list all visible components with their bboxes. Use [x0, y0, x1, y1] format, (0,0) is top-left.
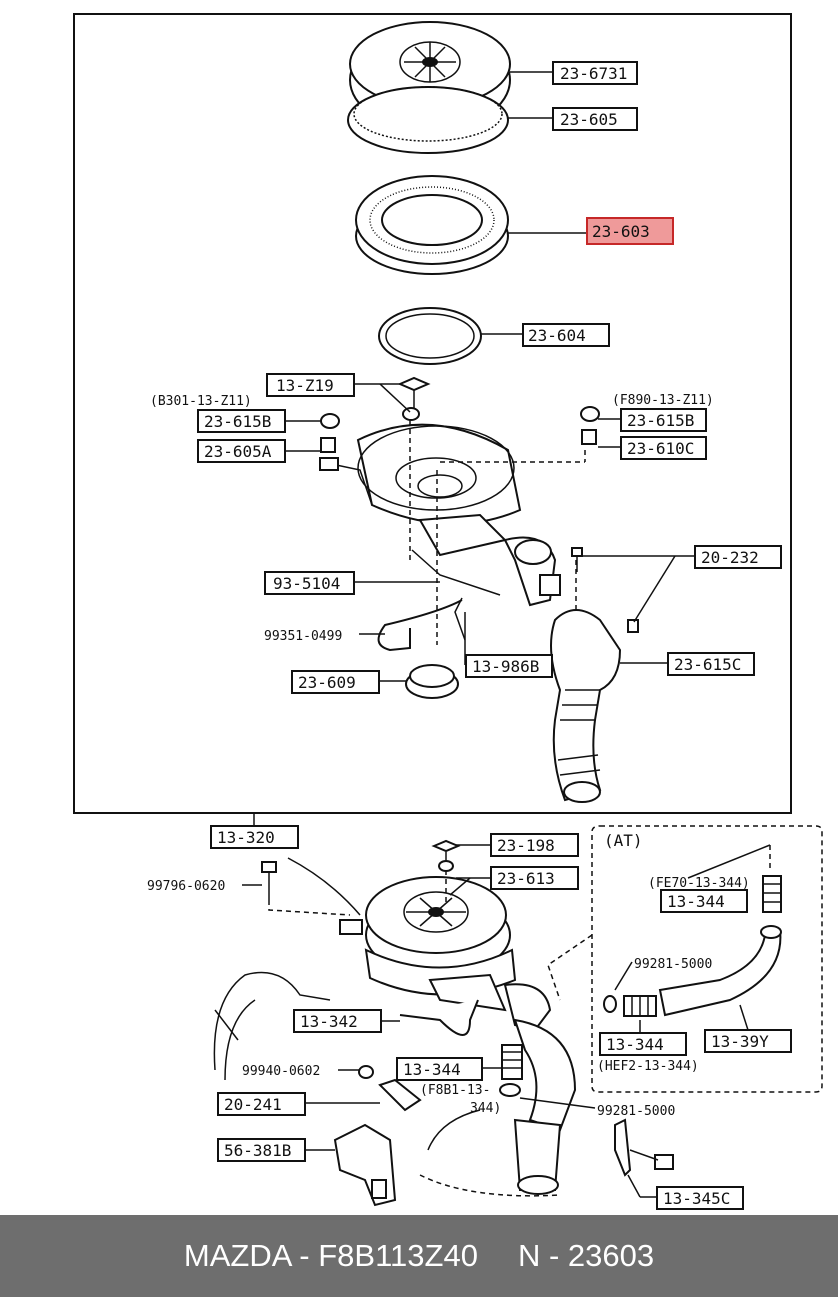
label-23-615b-left: 23-615B: [204, 412, 271, 431]
bolt-drawing: [571, 547, 639, 633]
label-13-986b: 13-986B: [472, 657, 539, 676]
hose-clip-drawing: [377, 599, 463, 652]
label-13-344-at-top: 13-344: [667, 892, 725, 911]
label-23-198: 23-198: [497, 836, 555, 855]
at-option-box: [591, 825, 823, 1093]
upper-frame: [73, 13, 792, 814]
adapter-ring-drawing: [405, 664, 459, 699]
label-99796-0620: 99796-0620: [147, 879, 225, 894]
label-93-5104: 93-5104: [273, 574, 340, 593]
label-13-342: 13-342: [300, 1012, 358, 1031]
label-23-605a: 23-605A: [204, 442, 272, 461]
label-13-344: 13-344: [403, 1060, 461, 1079]
bracket-drawing: [333, 1065, 422, 1207]
label-13-39y: 13-39Y: [711, 1032, 769, 1051]
label-box-93-5104: [264, 571, 355, 595]
grommet-left-drawing: [320, 413, 340, 453]
label-box-23-615b-right: [620, 408, 707, 432]
label-box-23-6731: [552, 61, 638, 85]
spring-hose-drawing: [499, 1044, 523, 1097]
label-box-23-604: [522, 323, 610, 347]
engine-outline-drawing: [213, 971, 561, 1197]
label-box-23-198: [490, 833, 579, 857]
label-23-603: 23-603: [592, 222, 650, 241]
ref-b301: (B301-13-Z11): [150, 394, 252, 409]
label-20-241: 20-241: [224, 1095, 282, 1114]
label-23-615c: 23-615C: [674, 655, 741, 674]
label-box-20-232: [694, 545, 782, 569]
label-box-23-615b-left: [197, 409, 286, 433]
at-pipe-drawing: [603, 925, 782, 1017]
ref-fe70: (FE70-13-344): [648, 876, 750, 891]
label-23-610c: 23-610C: [627, 439, 694, 458]
air-cleaner-assembly-drawing: [339, 876, 577, 1195]
seal-ring-drawing: [378, 307, 482, 365]
label-box-23-603-highlight: [586, 217, 674, 245]
wing-nut-drawing: [397, 376, 431, 421]
label-23-609: 23-609: [298, 673, 356, 692]
label-box-13-342: [293, 1009, 382, 1033]
label-23-613: 23-613: [497, 869, 555, 888]
footer-brand-part: MAZDA - F8B113Z40: [183, 1238, 478, 1273]
footer-bar: MAZDA - F8B113Z40 N - 23603: [0, 1215, 838, 1297]
label-box-23-615c: [667, 652, 755, 676]
label-box-13-345c: [656, 1186, 744, 1210]
label-13-320: 13-320: [217, 828, 275, 847]
label-box-13-z19: [266, 373, 355, 397]
clamp-bracket-drawing: [614, 1118, 674, 1177]
label-box-13-39y: [704, 1029, 792, 1053]
footer-ref-number: N - 23603: [517, 1238, 655, 1273]
label-13-344-at-bottom: 13-344: [606, 1035, 664, 1054]
ref-hef2: (HEF2-13-344): [597, 1059, 699, 1074]
air-filter-element-drawing: [355, 175, 509, 275]
label-23-604: 23-604: [528, 326, 586, 345]
label-99281-5000-lower: 99281-5000: [597, 1104, 675, 1119]
label-23-615b-right: 23-615B: [627, 411, 694, 430]
label-box-23-605: [552, 107, 638, 131]
label-box-13-344-at-bottom: [599, 1032, 687, 1056]
label-23-6731: 23-6731: [560, 64, 627, 83]
label-box-23-605a: [197, 439, 286, 463]
at-spring-hose-drawing: [762, 875, 782, 913]
gasket-drawing: [347, 86, 509, 154]
parts-diagram: 23-6731 23-605 23-603 23-604 13-Z19 (B30…: [73, 13, 823, 1210]
label-13-345c: 13-345C: [663, 1189, 730, 1208]
ref-f8b1-line1: (F8B1-13-: [420, 1083, 490, 1098]
label-13-z19: 13-Z19: [276, 376, 334, 395]
grommet-right-drawing: [580, 406, 600, 445]
air-cleaner-case-drawing: [319, 423, 561, 607]
label-99351-0499: 99351-0499: [264, 629, 342, 644]
label-23-605: 23-605: [560, 110, 618, 129]
label-box-20-241: [217, 1092, 306, 1116]
label-box-13-320: [210, 825, 299, 849]
label-99940-0602: 99940-0602: [242, 1064, 320, 1079]
hose-13-342-drawing: [399, 999, 479, 1036]
label-box-13-344: [396, 1057, 483, 1081]
at-title: (AT): [604, 831, 643, 850]
ref-f8b1-line2: 344): [470, 1101, 501, 1116]
label-56-381b: 56-381B: [224, 1141, 291, 1160]
label-99281-5000-at: 99281-5000: [634, 957, 712, 972]
intake-duct-drawing: [550, 609, 622, 803]
label-box-23-609: [291, 670, 380, 694]
label-box-23-610c: [620, 436, 707, 460]
label-box-13-986b: [465, 654, 553, 678]
label-20-232: 20-232: [701, 548, 759, 567]
label-box-23-613: [490, 866, 579, 890]
ref-f890: (F890-13-Z11): [612, 393, 714, 408]
label-box-13-344-at-top: [660, 889, 748, 913]
label-box-56-381b: [217, 1138, 306, 1162]
